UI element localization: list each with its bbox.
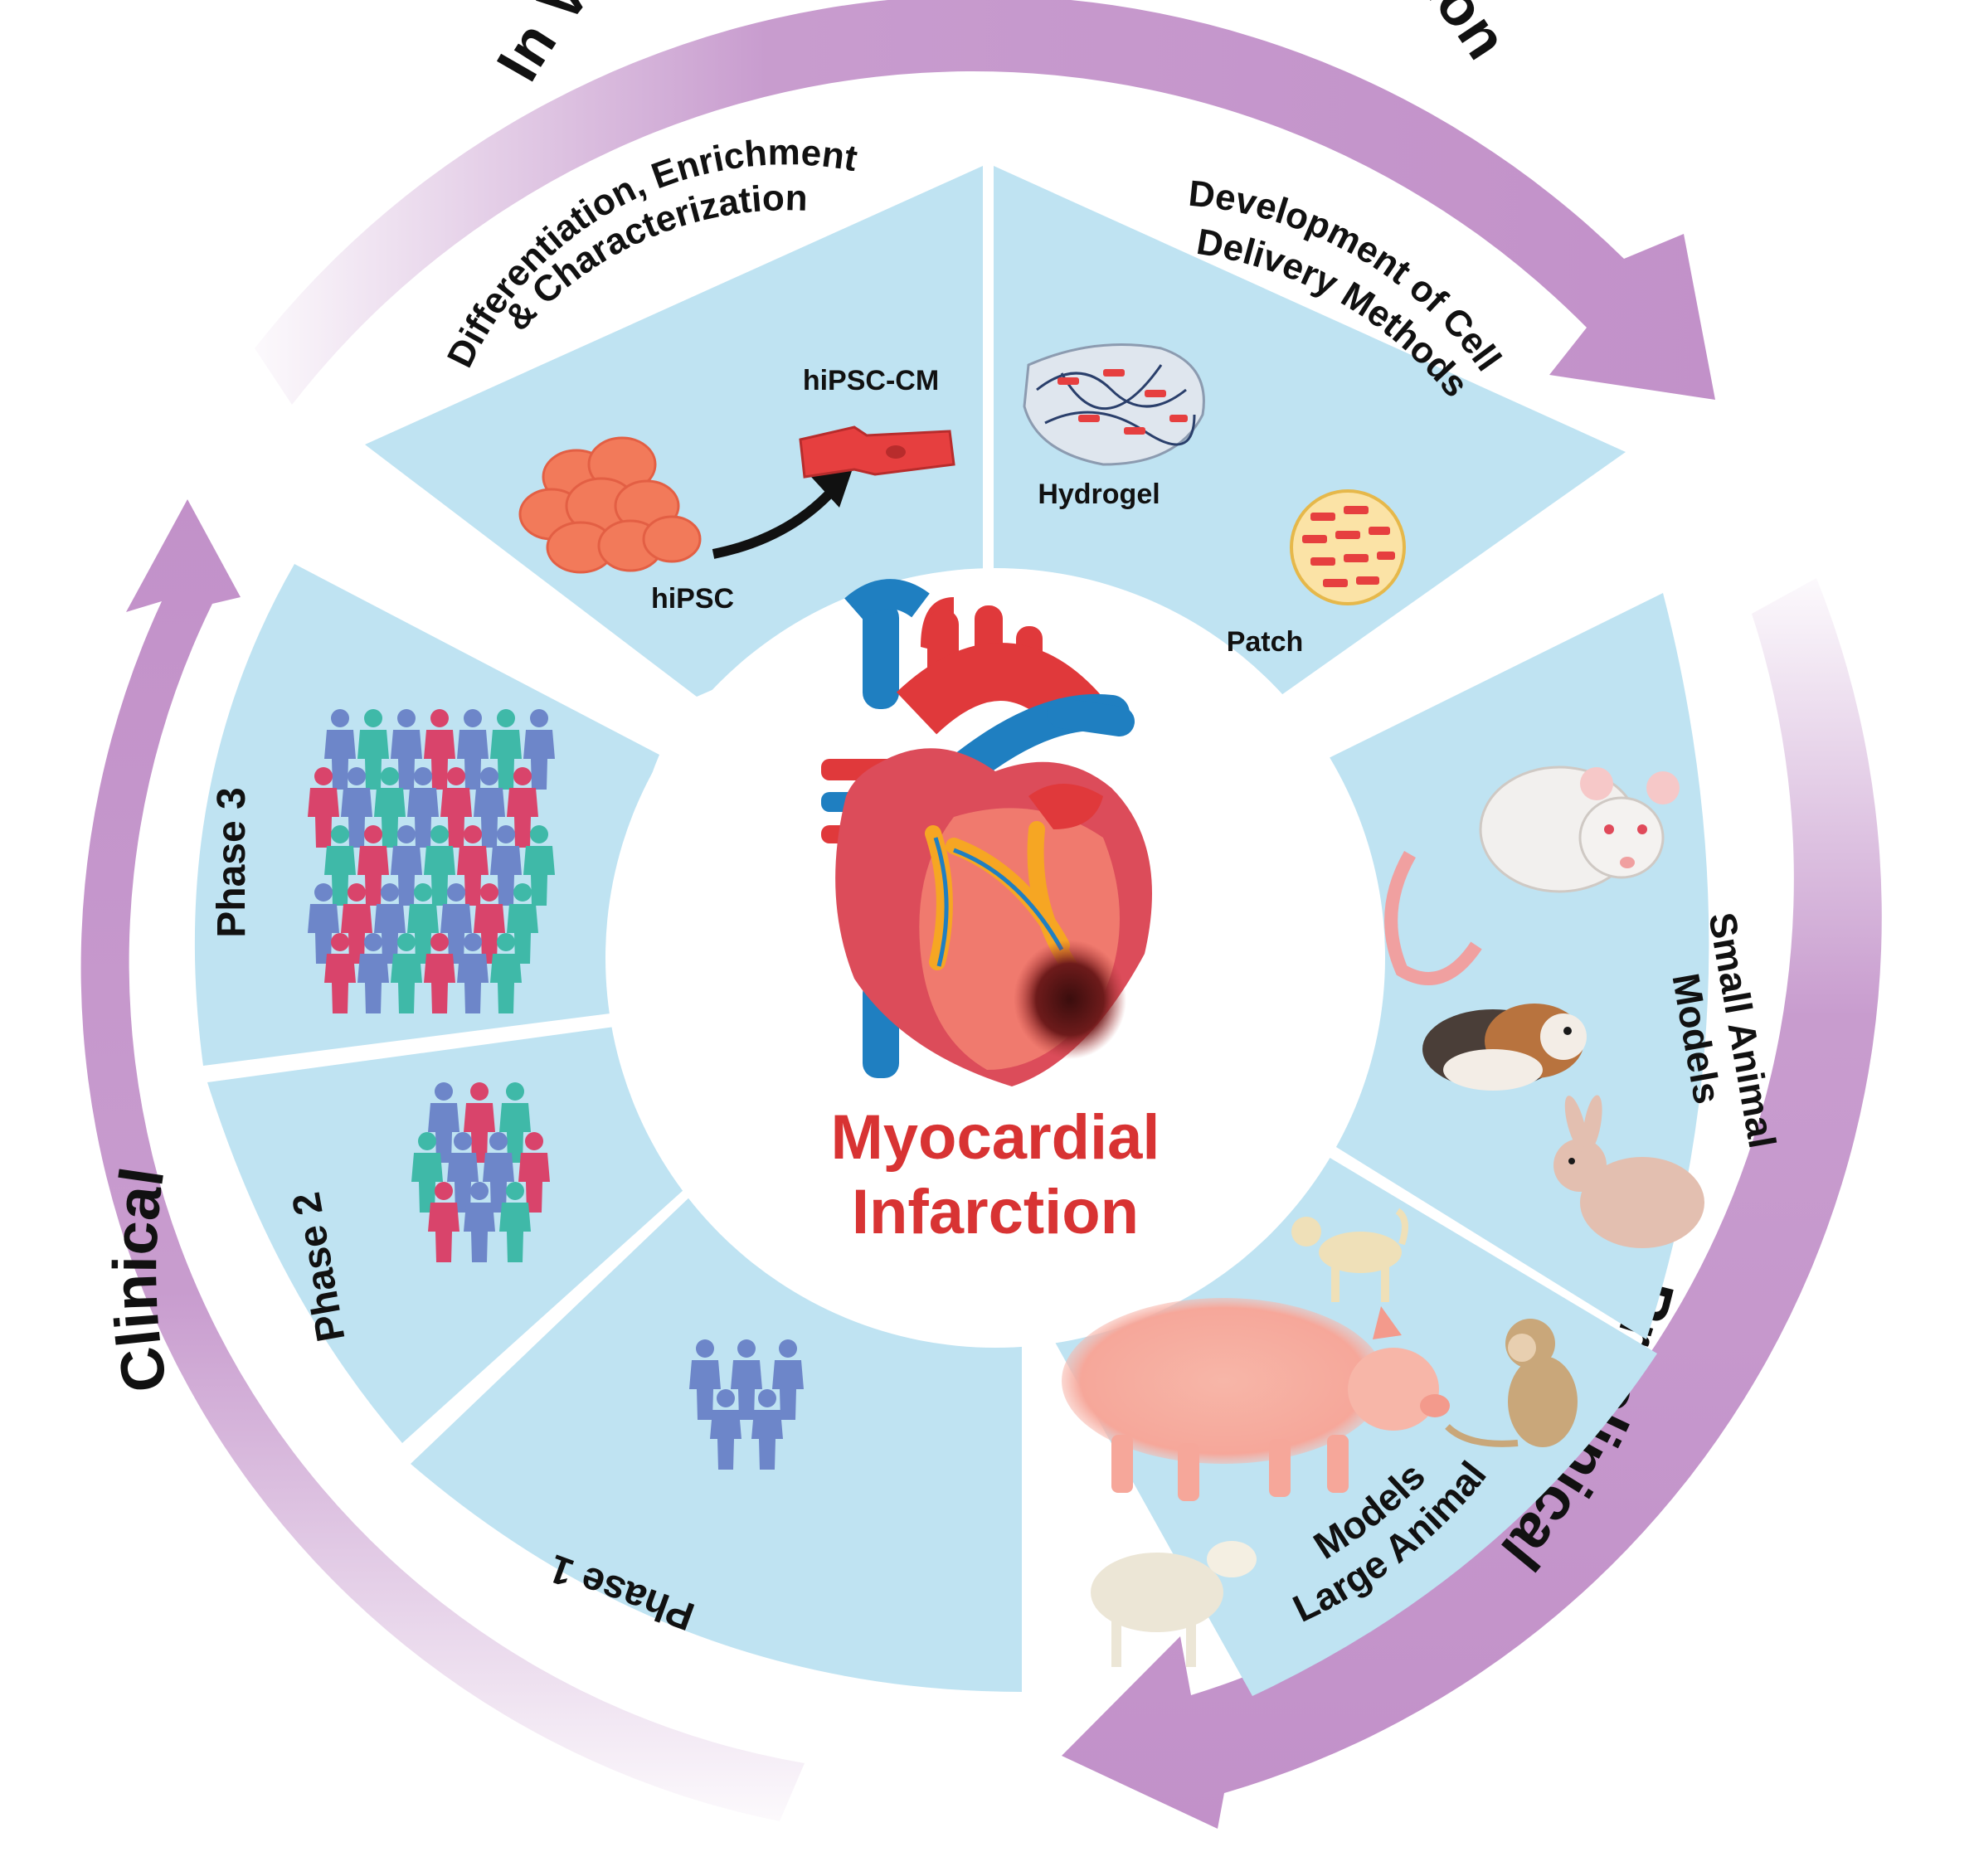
label-hipsc-cm: hiPSC-CM xyxy=(803,365,939,396)
vena-cava-icon xyxy=(863,601,899,709)
center-title-line2: Infarction xyxy=(852,1177,1139,1247)
clinical-arrow xyxy=(80,499,805,1821)
preclinical-arrow xyxy=(1062,578,1882,1829)
rabbit-icon xyxy=(1553,1095,1704,1248)
guinea-pig-icon xyxy=(1422,1004,1587,1091)
patch-icon xyxy=(1290,489,1406,605)
panel-delivery xyxy=(994,166,1626,701)
phase3-label: Phase 3 xyxy=(210,787,254,937)
center-title-line1: Myocardial xyxy=(830,1102,1160,1173)
sheep-icon xyxy=(1091,1541,1257,1667)
panel-differentiation xyxy=(365,166,983,697)
differentiation-arrow-icon xyxy=(712,485,838,559)
cardiomyocyte-icon xyxy=(799,425,955,479)
dog-icon xyxy=(1291,1208,1408,1302)
clinical-label: Clinical xyxy=(100,1163,180,1397)
heart-illustration xyxy=(821,579,1152,1086)
stage-arrows xyxy=(80,0,1882,1829)
label-hipsc: hiPSC xyxy=(651,583,734,615)
hydrogel-icon xyxy=(1023,343,1205,466)
monkey-icon xyxy=(1445,1319,1578,1447)
phase3-people-icon xyxy=(308,709,555,1013)
hipsc-cluster-icon xyxy=(518,436,702,574)
pig-icon xyxy=(1062,1298,1450,1501)
in-vitro-arrow xyxy=(255,0,1715,405)
infarct-region xyxy=(1014,940,1126,1059)
rat-icon xyxy=(1384,765,1680,985)
label-patch: Patch xyxy=(1227,626,1304,658)
label-hydrogel: Hydrogel xyxy=(1038,479,1160,510)
